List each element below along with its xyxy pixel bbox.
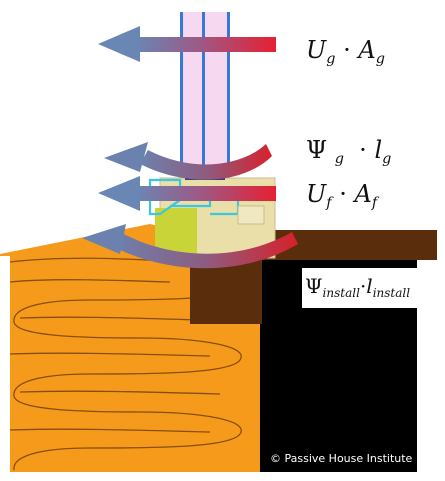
window-frame xyxy=(148,170,276,259)
label-frame: Uf · Af xyxy=(306,180,378,212)
arrow-installation-heat-flow xyxy=(82,224,298,269)
label-installation: Ψinstall·linstall xyxy=(305,274,411,301)
arrow-glass-edge-heat-flow xyxy=(104,142,272,180)
arrow-frame-heat-flow xyxy=(98,176,276,211)
label-installation-box xyxy=(302,268,418,308)
label-glazing: Ug · Ag xyxy=(306,36,385,68)
copyright-notice: © Passive House Institute xyxy=(270,452,413,465)
label-glass-edge: Ψ g · lg xyxy=(306,136,392,168)
arrow-glazing-heat-flow xyxy=(98,26,276,62)
